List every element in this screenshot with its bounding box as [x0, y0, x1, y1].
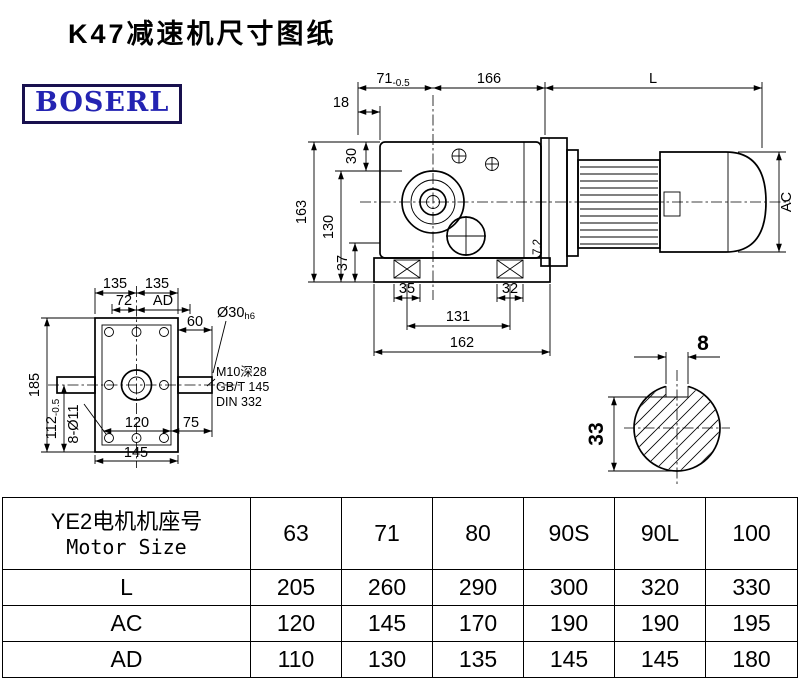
motor-size-label-en: Motor Size — [66, 535, 187, 560]
value-cell: 130 — [341, 641, 433, 678]
size-90S-cell: 90S — [523, 497, 615, 570]
motor-nameplate — [663, 191, 681, 217]
dim-label-AC: AC — [779, 192, 795, 212]
value-cell: 330 — [705, 569, 798, 606]
dim-label-75: 75 — [183, 415, 199, 431]
tap-note-line2: GB/T 145 — [216, 380, 269, 394]
size-90L-cell: 90L — [614, 497, 706, 570]
dim-label-18: 18 — [333, 95, 349, 111]
value-cell: 145 — [614, 641, 706, 678]
dim-label-35: 35 — [399, 281, 415, 297]
row-label-AD: AD — [2, 641, 251, 678]
dim-label-112: 112-0.5 — [44, 398, 62, 439]
value-cell: 195 — [705, 605, 798, 642]
size-100-cell: 100 — [705, 497, 798, 570]
dim-label-32: 32 — [502, 281, 518, 297]
table-row-AD: AD 110 130 135 145 145 180 — [2, 641, 798, 678]
motor-size-header-cell: YE2电机机座号 Motor Size — [2, 497, 251, 570]
value-cell: 135 — [432, 641, 524, 678]
dim-label-71: 71-0.5 — [376, 71, 410, 89]
table-row-AC: AC 120 145 170 190 190 195 — [2, 605, 798, 642]
gearbox-housing — [379, 141, 542, 259]
dim-label-37: 37 — [335, 255, 351, 271]
dim-label-166: 166 — [477, 71, 501, 87]
dim-label-L: L — [649, 71, 657, 87]
output-bore — [401, 170, 465, 234]
value-cell: 190 — [614, 605, 706, 642]
dim-label-8xd11: 8-Ø11 — [66, 404, 82, 443]
section-hatching — [635, 386, 719, 470]
page-title: K47减速机尺寸图纸 — [68, 19, 337, 49]
motor-size-label-cn: YE2电机机座号 — [50, 508, 203, 534]
side-view: 71-0.5 166 L 18 30 163 130 37 7.2 35 32 … — [294, 71, 795, 356]
value-cell: 205 — [250, 569, 342, 606]
value-cell: 110 — [250, 641, 342, 678]
motor-size-table: YE2电机机座号 Motor Size 63 71 80 90S 90L 100… — [2, 497, 798, 678]
value-cell: 120 — [250, 605, 342, 642]
dim-label-185: 185 — [27, 373, 43, 397]
dim-label-AD: AD — [153, 293, 173, 309]
value-cell: 180 — [705, 641, 798, 678]
dimension-drawing: 71-0.5 166 L 18 30 163 130 37 7.2 35 32 … — [27, 71, 795, 484]
shaft-section-view: 8 33 — [585, 332, 730, 484]
value-cell: 190 — [523, 605, 615, 642]
gearbox-base — [373, 257, 551, 283]
motor-body — [659, 151, 767, 253]
input-shaft — [56, 376, 96, 394]
table-header-row: YE2电机机座号 Motor Size 63 71 80 90S 90L 100 — [2, 497, 798, 570]
size-63-cell: 63 — [250, 497, 342, 570]
dim-label-120: 120 — [125, 415, 149, 431]
motor-fins — [577, 159, 661, 249]
tap-note-line3: DIN 332 — [216, 395, 262, 409]
tap-note-line1: M10深28 — [216, 365, 267, 379]
dim-label-162: 162 — [450, 335, 474, 351]
value-cell: 300 — [523, 569, 615, 606]
dim-label-135-left: 135 — [103, 276, 127, 292]
dim-label-163: 163 — [294, 200, 310, 224]
dim-label-135-right: 135 — [145, 276, 169, 292]
dim-label-131: 131 — [446, 309, 470, 325]
value-cell: 320 — [614, 569, 706, 606]
value-cell: 260 — [341, 569, 433, 606]
dim-label-33: 33 — [585, 422, 608, 445]
dim-label-130: 130 — [321, 215, 337, 239]
dim-label-30: 30 — [344, 148, 360, 164]
dim-label-72: 72 — [116, 293, 132, 309]
motor-fin-lines — [580, 166, 658, 245]
size-80-cell: 80 — [432, 497, 524, 570]
value-cell: 170 — [432, 605, 524, 642]
value-cell: 290 — [432, 569, 524, 606]
dim-label-8: 8 — [697, 332, 709, 355]
table-row-L: L 205 260 290 300 320 330 — [2, 569, 798, 606]
front-view: 135 135 72 AD 60 Ø30h6 185 112-0.5 8-Ø11… — [27, 276, 269, 468]
value-cell: 145 — [341, 605, 433, 642]
dim-label-7-2: 7.2 — [532, 239, 544, 255]
output-shaft-stub — [177, 376, 213, 394]
dim-label-shaft-dia: Ø30h6 — [217, 305, 255, 322]
dim-label-60: 60 — [187, 314, 203, 330]
dim-label-145: 145 — [124, 445, 148, 461]
row-label-AC: AC — [2, 605, 251, 642]
brand-logo-text: BOSERL — [35, 87, 170, 118]
value-cell: 145 — [523, 641, 615, 678]
size-71-cell: 71 — [341, 497, 433, 570]
row-label-L: L — [2, 569, 251, 606]
brand-logo-box: BOSERL — [22, 84, 183, 124]
